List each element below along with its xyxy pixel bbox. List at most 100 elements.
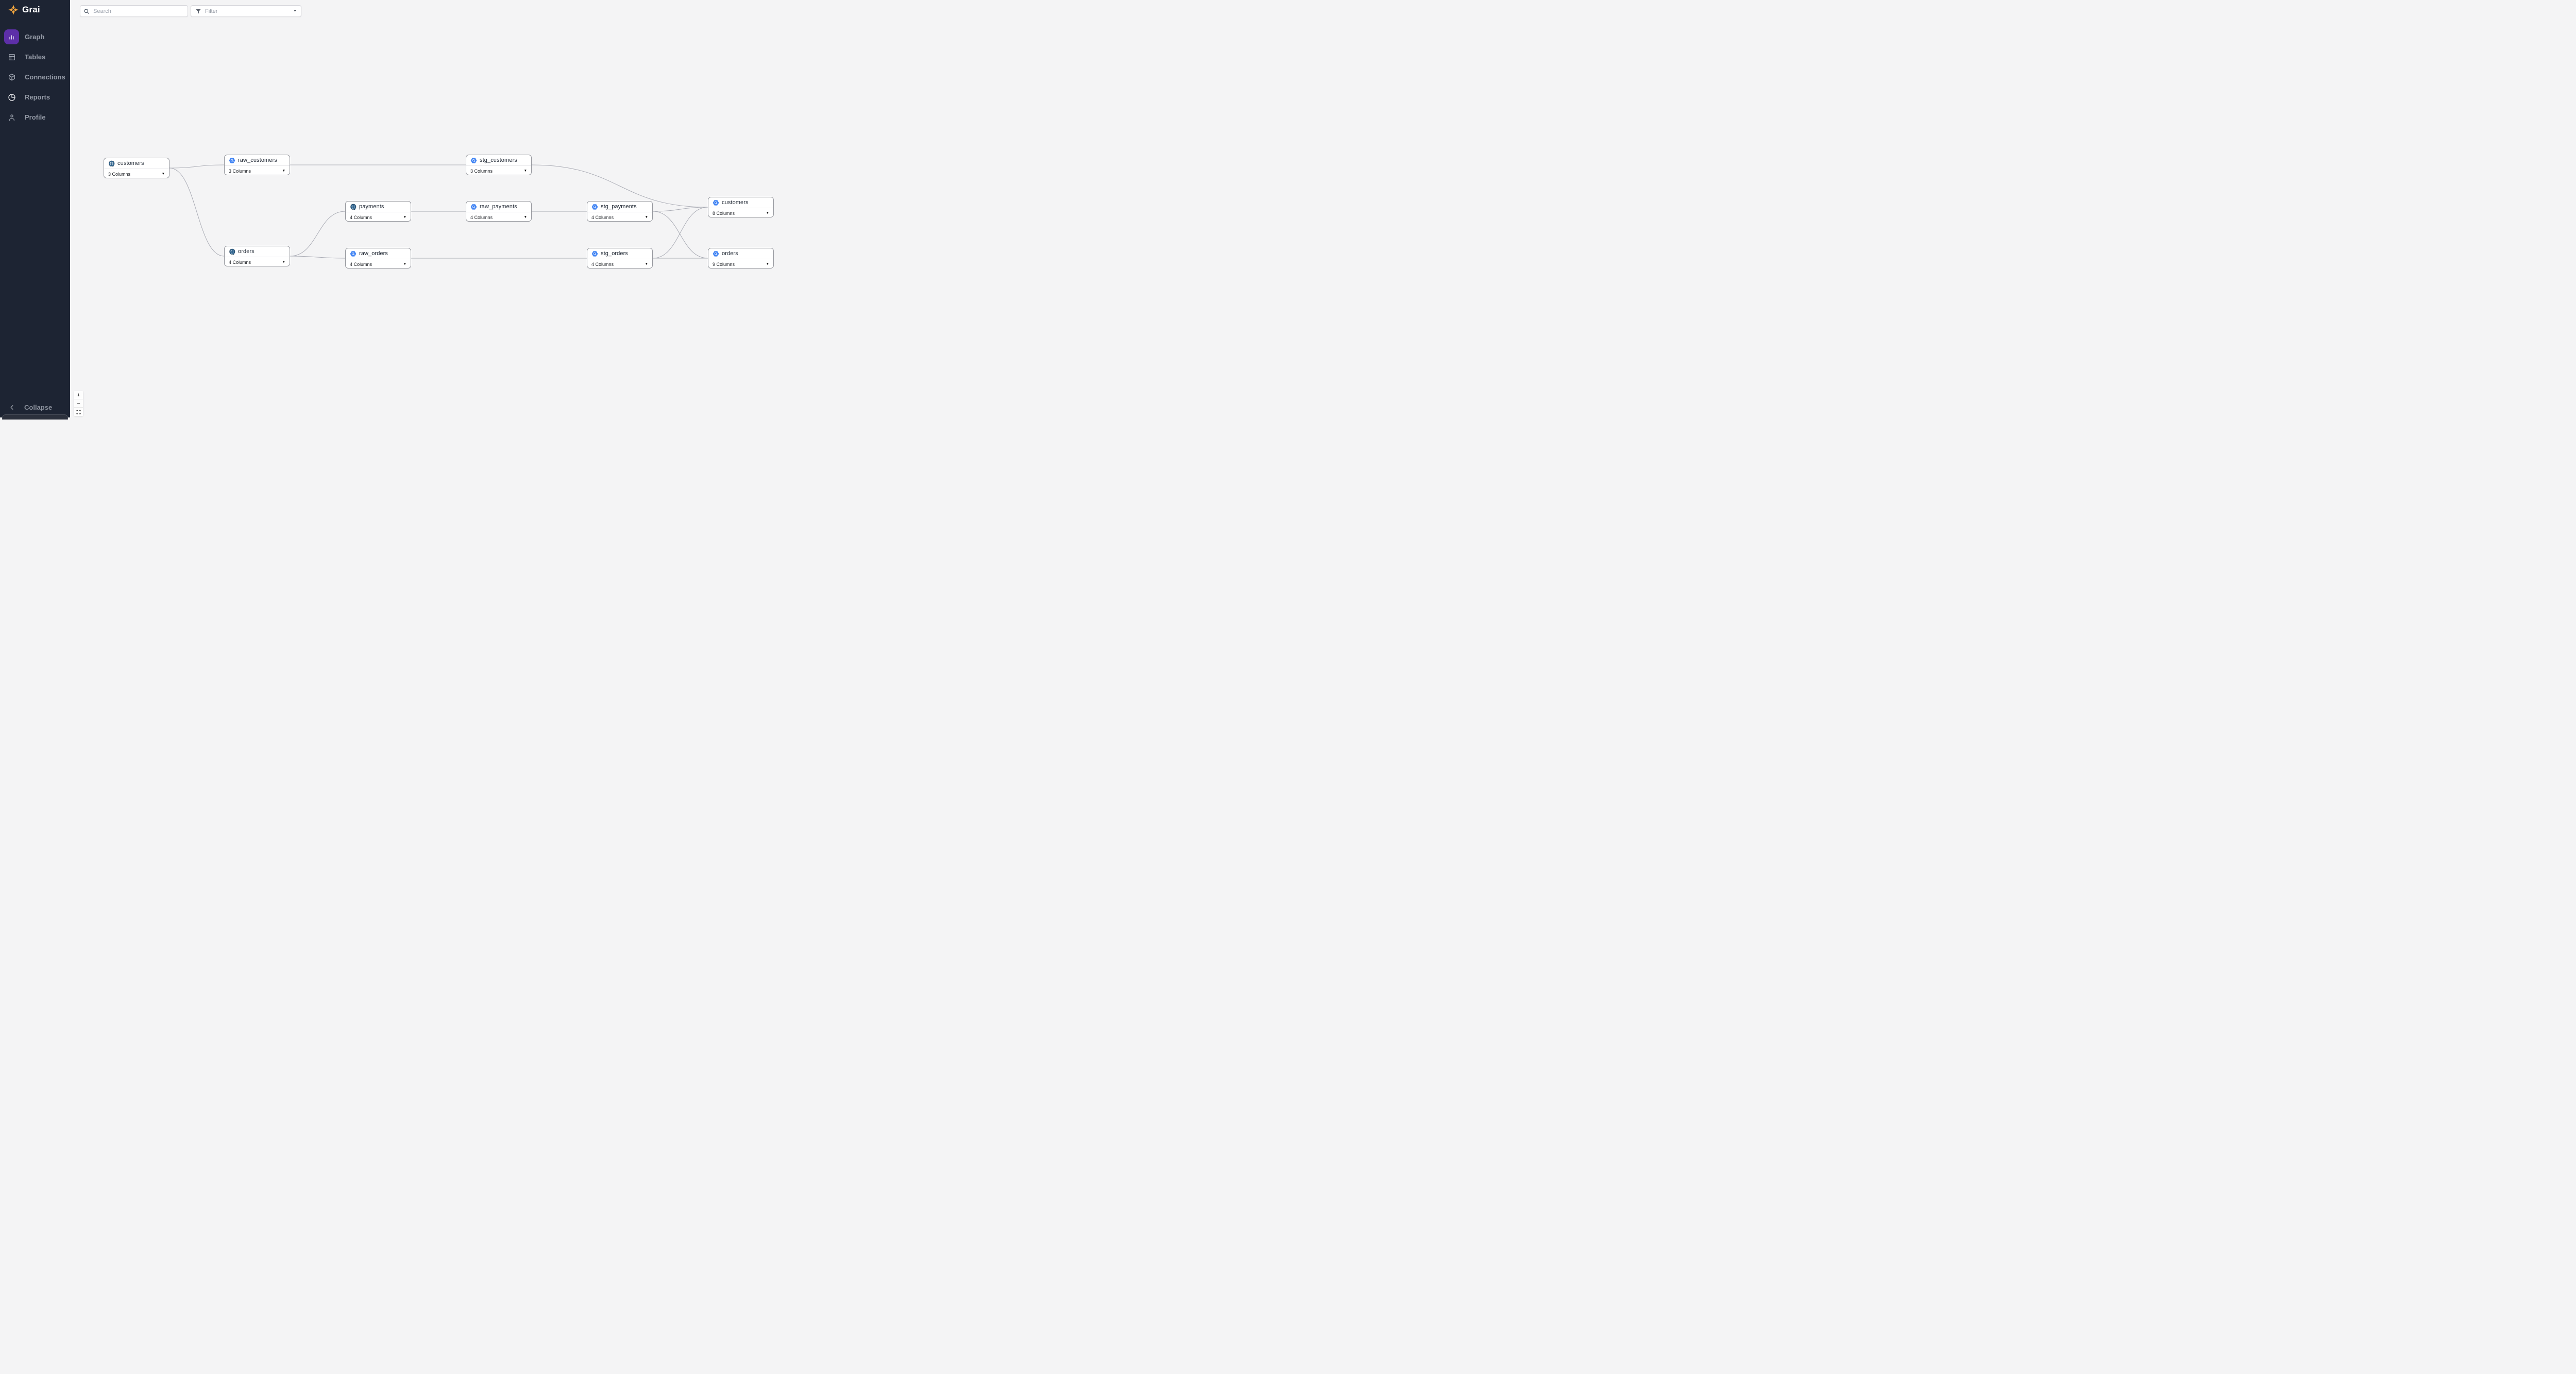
chevron-down-icon: ▼ xyxy=(645,215,648,219)
node-columns-count: 4 Columns xyxy=(350,214,372,220)
filter-dropdown[interactable]: Filter ▼ xyxy=(191,5,301,17)
lineage-edge-customers_src-to-orders_src xyxy=(169,167,225,257)
grai-logo-icon xyxy=(8,5,19,15)
postgres-icon xyxy=(229,248,235,255)
graph-node-raw_customers[interactable]: raw_customers 3 Columns▼ xyxy=(224,155,290,175)
graph-node-orders_mart[interactable]: orders 9 Columns ▼ xyxy=(708,248,774,269)
graph-node-customers_mart[interactable]: customers 8 Columns ▼ xyxy=(708,197,774,217)
node-columns-count: 4 Columns xyxy=(229,259,251,265)
graph-node-stg_customers[interactable]: stg_customers 3 Columns▼ xyxy=(466,155,532,175)
zoom-in-button[interactable]: + xyxy=(74,391,83,399)
chevron-down-icon: ▼ xyxy=(161,172,165,176)
graph-node-payments_src[interactable]: payments 4 Columns ▼ xyxy=(345,201,411,222)
filter-funnel-icon xyxy=(196,9,201,14)
node-title: customers xyxy=(722,199,749,206)
bigquery-icon xyxy=(591,204,598,210)
sidebar-item-label: Graph xyxy=(25,33,45,41)
postgres-icon xyxy=(108,160,115,167)
postgres-icon xyxy=(350,204,357,210)
chevron-down-icon: ▼ xyxy=(766,211,769,215)
sidebar-nav: Graph Tables Connections xyxy=(0,27,70,127)
bigquery-icon xyxy=(470,204,477,210)
fit-view-icon xyxy=(76,410,81,414)
node-title: orders xyxy=(722,250,738,257)
chevron-down-icon: ▼ xyxy=(282,260,285,264)
node-title: customers xyxy=(117,160,144,166)
graph-node-customers_src[interactable]: customers 3 Columns ▼ xyxy=(104,158,170,178)
node-columns-dropdown[interactable]: 4 Columns ▼ xyxy=(346,259,411,269)
sidebar-item-label: Tables xyxy=(25,53,46,61)
bigquery-icon xyxy=(229,157,235,164)
fit-view-button[interactable] xyxy=(74,408,83,416)
sidebar-item-label: Profile xyxy=(25,113,46,121)
sidebar-item-reports[interactable]: Reports xyxy=(0,87,70,107)
sidebar-item-graph[interactable]: Graph xyxy=(0,27,70,47)
node-columns-dropdown[interactable]: 4 Columns ▼ xyxy=(225,257,290,267)
chevron-down-icon: ▼ xyxy=(293,9,297,13)
graph-node-stg_orders[interactable]: stg_orders 4 Columns ▼ xyxy=(587,248,653,269)
graph-node-raw_orders[interactable]: raw_orders 4 Columns ▼ xyxy=(345,248,411,269)
node-title: stg_payments xyxy=(601,204,637,210)
collapse-sidebar-button[interactable]: Collapse xyxy=(0,401,70,413)
chevron-down-icon: ▼ xyxy=(645,262,648,266)
lineage-edge-stg_orders-to-customers_mart xyxy=(652,207,708,259)
lineage-edge-stg_payments-to-customers_mart xyxy=(652,207,708,212)
zoom-out-button[interactable]: − xyxy=(74,399,83,408)
sidebar: Grai Graph Tables Con xyxy=(0,0,70,420)
chevron-left-icon xyxy=(10,405,13,410)
node-title: raw_payments xyxy=(480,204,517,210)
graph-node-stg_payments[interactable]: stg_payments 4 Columns ▼ xyxy=(587,201,653,222)
node-columns-dropdown[interactable]: 9 Columns ▼ xyxy=(708,259,773,269)
node-title: payments xyxy=(359,204,384,210)
bigquery-icon xyxy=(713,199,719,206)
node-columns-dropdown[interactable]: 3 Columns▼ xyxy=(466,165,531,176)
filter-label: Filter xyxy=(205,8,218,14)
bar-chart-icon xyxy=(4,29,19,44)
search-box xyxy=(80,5,188,17)
pie-chart-icon xyxy=(4,90,19,105)
chevron-down-icon: ▼ xyxy=(766,262,769,266)
sidebar-item-profile[interactable]: Profile xyxy=(0,107,70,127)
bigquery-icon xyxy=(713,250,719,257)
node-columns-dropdown[interactable]: 3 Columns▼ xyxy=(225,165,290,176)
node-title: raw_customers xyxy=(238,157,277,163)
lineage-edge-orders_src-to-raw_orders xyxy=(290,256,346,259)
node-columns-count: 4 Columns xyxy=(591,214,614,220)
app-title: Grai xyxy=(22,5,40,14)
node-columns-count: 4 Columns xyxy=(350,261,372,267)
node-columns-dropdown[interactable]: 4 Columns ▼ xyxy=(587,259,652,269)
node-columns-count: 3 Columns xyxy=(108,171,131,177)
node-columns-count: 4 Columns xyxy=(591,261,614,267)
node-columns-dropdown[interactable]: 4 Columns ▼ xyxy=(587,212,652,222)
bigquery-icon xyxy=(350,250,357,257)
lineage-edge-orders_src-to-payments_src xyxy=(290,211,346,257)
node-title: raw_orders xyxy=(359,250,388,257)
lineage-edge-stg_payments-to-orders_mart xyxy=(652,211,708,259)
graph-node-orders_src[interactable]: orders 4 Columns ▼ xyxy=(224,246,290,266)
node-columns-dropdown[interactable]: 4 Columns ▼ xyxy=(346,212,411,222)
bigquery-icon xyxy=(591,250,598,257)
user-icon xyxy=(4,110,19,125)
node-columns-dropdown[interactable]: 3 Columns ▼ xyxy=(104,169,169,179)
sidebar-item-label: Connections xyxy=(25,73,65,81)
node-columns-dropdown[interactable]: 4 Columns▼ xyxy=(466,212,531,222)
bigquery-icon xyxy=(470,157,477,164)
node-columns-dropdown[interactable]: 8 Columns ▼ xyxy=(708,208,773,218)
node-columns-count: 8 Columns xyxy=(713,210,735,216)
graph-node-raw_payments[interactable]: raw_payments 4 Columns▼ xyxy=(466,201,532,222)
node-columns-count: 3 Columns xyxy=(470,168,493,174)
chevron-down-icon: ▼ xyxy=(403,215,406,219)
sidebar-item-tables[interactable]: Tables xyxy=(0,47,70,67)
node-title: stg_orders xyxy=(601,250,628,257)
node-title: stg_customers xyxy=(480,157,517,163)
search-input[interactable] xyxy=(92,7,184,15)
sidebar-bottom-sheet xyxy=(2,414,68,420)
table-icon xyxy=(4,49,19,64)
node-columns-count: 9 Columns xyxy=(713,261,735,267)
node-title: orders xyxy=(238,248,255,255)
chevron-down-icon: ▼ xyxy=(403,262,406,266)
sidebar-item-connections[interactable]: Connections xyxy=(0,67,70,87)
logo: Grai xyxy=(0,0,70,15)
node-columns-count: 4 Columns xyxy=(470,214,493,220)
search-icon xyxy=(84,8,90,14)
